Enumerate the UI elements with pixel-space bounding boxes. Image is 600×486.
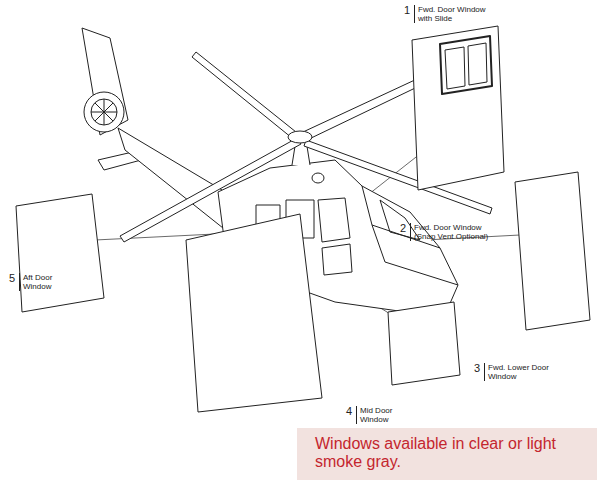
part-label: Fwd. Door Window with Slide (414, 5, 490, 23)
fenestron-inner (91, 99, 117, 125)
callout-number: 4 (346, 405, 352, 417)
tail-boom (118, 128, 228, 232)
callout-number: 1 (404, 4, 410, 16)
callout-number: 3 (474, 362, 480, 374)
note-box: Windows available in clear or light smok… (297, 428, 597, 480)
rotor-hub (288, 131, 312, 143)
rotor-blade (192, 52, 296, 138)
slide-panes (445, 43, 487, 89)
window-panel (515, 172, 590, 330)
window-panel (412, 26, 504, 190)
part-label: Aft Door Window (19, 273, 63, 291)
part-label: Fwd. Door Window (Snap Vent Optional) (410, 223, 498, 241)
slide-window (440, 36, 492, 94)
callout-number: 5 (9, 272, 15, 284)
tail-fin (82, 28, 128, 135)
callout-number: 2 (400, 222, 406, 234)
part-label: Mid Door Window (356, 406, 402, 424)
fenestron (84, 92, 124, 132)
fwd-lower-window (322, 244, 352, 275)
window-panel (388, 302, 460, 385)
note-text: Windows available in clear or light smok… (315, 435, 565, 471)
part-label: Fwd. Lower Door Window (484, 363, 554, 381)
window-panel (16, 194, 104, 312)
fwd-window (318, 198, 350, 242)
window-panel (186, 214, 322, 412)
vent (312, 173, 324, 183)
